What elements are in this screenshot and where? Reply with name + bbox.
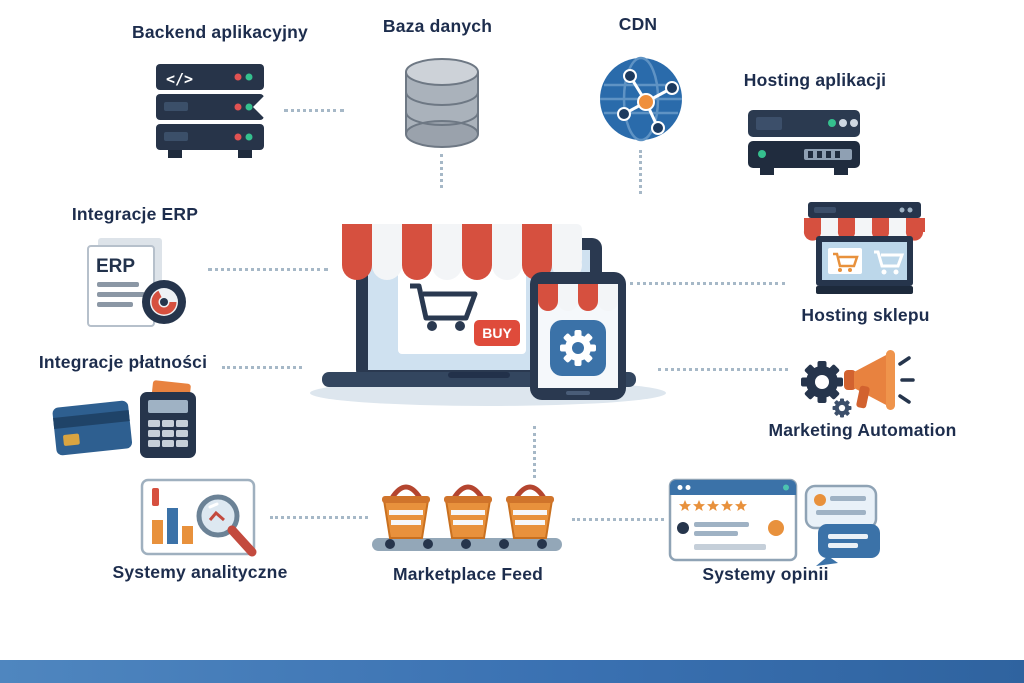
megaphone-icon <box>844 350 895 410</box>
erp-text: ERP <box>96 256 135 277</box>
small-gear-icon <box>832 398 852 418</box>
marketplace-baskets-icon <box>370 482 565 562</box>
center-shop-illustration: BUY <box>298 222 688 410</box>
connector-center-hosting-shop <box>630 282 785 285</box>
connector-payments-center <box>222 366 302 369</box>
label-hosting-shop: Hosting sklepu <box>801 305 930 325</box>
cart-icon <box>410 283 478 331</box>
hosting-shop-storefront-icon <box>802 200 927 302</box>
awning-icon <box>342 224 582 280</box>
connector-center-marketplace <box>533 426 536 478</box>
label-marketplace: Marketplace Feed <box>392 564 544 584</box>
cdn-globe-icon <box>594 52 688 146</box>
label-erp: Integracje ERP <box>71 204 199 224</box>
footer-bar <box>0 660 1024 683</box>
payments-card-terminal-icon <box>52 380 202 465</box>
phone-awning-icon <box>538 284 618 311</box>
database-icon <box>398 50 486 152</box>
marketing-gear-megaphone-icon <box>792 340 927 425</box>
connector-backend-center <box>284 109 344 112</box>
label-database: Baza danych <box>382 16 493 36</box>
label-marketing: Marketing Automation <box>768 420 957 440</box>
label-payments: Integracje płatności <box>38 352 208 372</box>
code-glyph: </> <box>166 70 193 88</box>
gear-icon <box>560 330 596 366</box>
cart-outline-icon <box>874 250 905 275</box>
reviews-browser-chat-icon <box>668 472 883 567</box>
label-hosting-app: Hosting aplikacji <box>743 70 887 90</box>
label-analytics: Systemy analityczne <box>112 562 288 582</box>
label-backend: Backend aplikacyjny <box>132 22 308 42</box>
smartphone-icon <box>530 272 626 400</box>
connector-database-center <box>440 154 443 188</box>
label-reviews: Systemy opinii <box>702 564 829 584</box>
connector-cdn-center <box>639 150 642 194</box>
connector-center-marketing <box>658 368 788 371</box>
connector-marketplace-reviews <box>572 518 664 521</box>
buy-badge-label: BUY <box>482 325 512 341</box>
gear-icon <box>801 361 843 403</box>
analytics-chart-magnifier-icon <box>140 476 265 564</box>
erp-document-icon: ERP <box>82 236 190 332</box>
hosting-app-server-icon <box>746 106 866 178</box>
mini-cart-icon <box>833 252 859 272</box>
awning-icon <box>803 218 925 241</box>
buy-badge: BUY <box>474 320 520 346</box>
backend-server-icon: </> <box>150 56 274 160</box>
label-cdn: CDN <box>618 14 658 34</box>
connector-analytics-marketplace <box>270 516 368 519</box>
connector-erp-center <box>208 268 328 271</box>
sound-lines-icon <box>898 356 915 404</box>
